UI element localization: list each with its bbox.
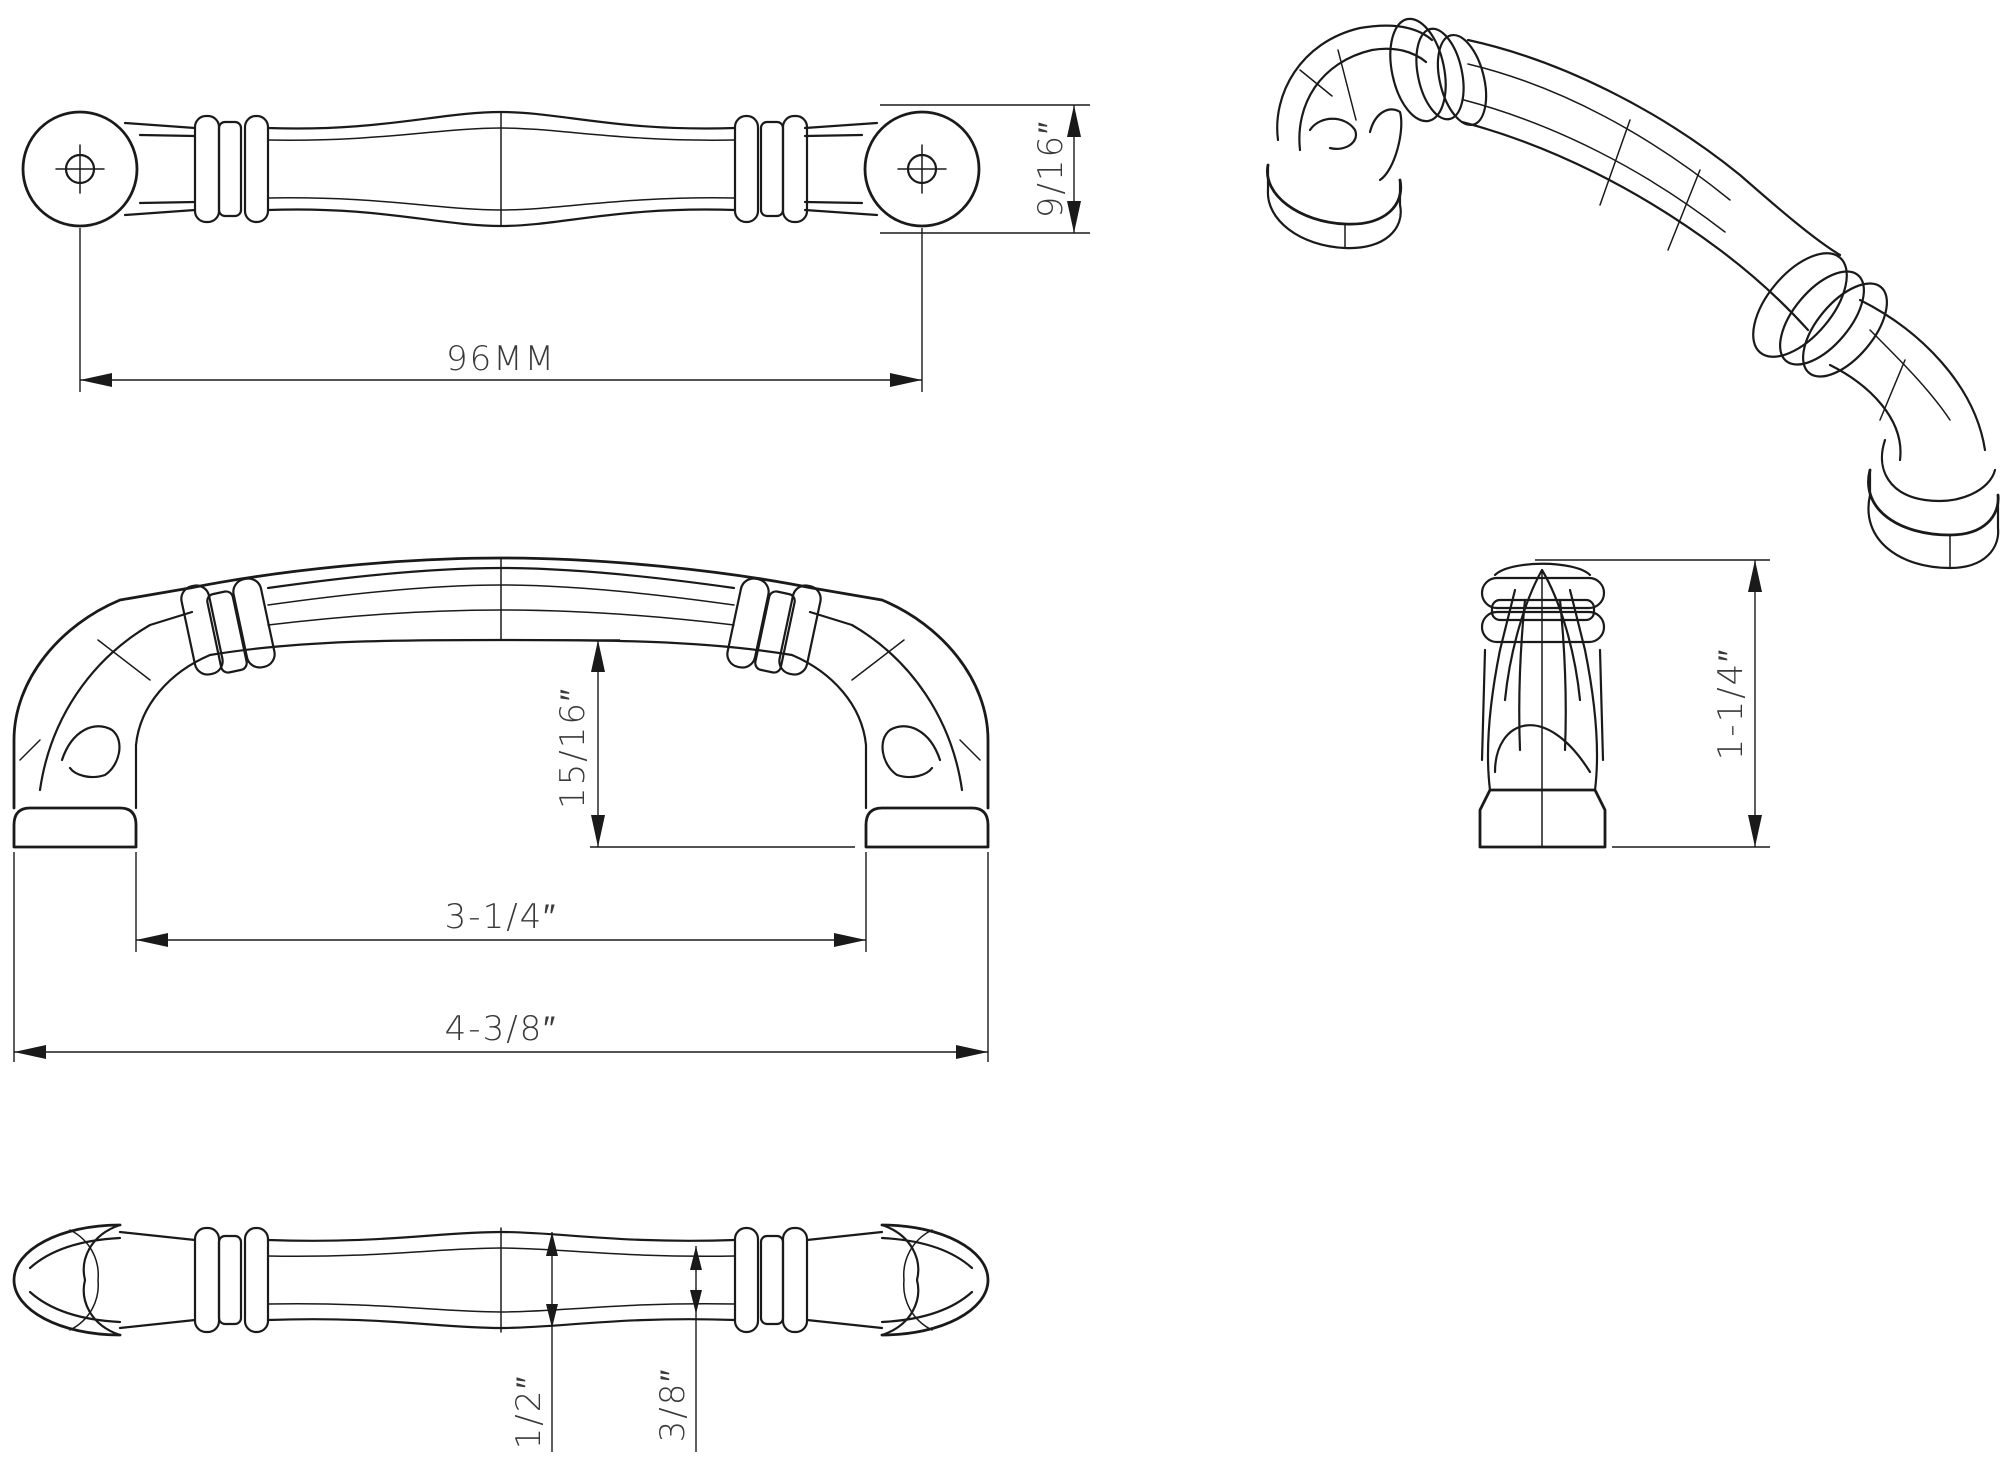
isometric-view — [1265, 17, 2000, 570]
top-view-left-base — [21, 110, 139, 228]
bottom-view-left-end — [12, 1223, 197, 1337]
dimension-1-2 — [546, 1232, 558, 1452]
iso-collar-upper — [1389, 17, 1488, 127]
label-1-1-4: 1-1/4″ — [1711, 648, 1751, 761]
bottom-view-shaft — [193, 1226, 809, 1334]
iso-right-foot — [1828, 298, 2000, 570]
dimension-4-3-8 — [13, 852, 989, 1062]
dimension-15-16 — [540, 639, 855, 848]
top-view-right-base — [863, 110, 981, 228]
dimension-3-8 — [690, 1246, 702, 1452]
label-4-3-8: 4-3/8″ — [445, 1009, 558, 1049]
label-15-16: 15/16″ — [553, 687, 593, 809]
label-3-1-4: 3-1/4″ — [445, 897, 558, 937]
top-view: 96MM 9/16″ — [21, 104, 1090, 392]
bottom-view: 1/2″ 3/8″ — [12, 1223, 990, 1452]
label-1-2: 1/2″ — [509, 1375, 549, 1450]
iso-shaft — [1460, 38, 1842, 332]
label-3-8: 3/8″ — [653, 1368, 693, 1443]
dimension-1-1-4 — [1535, 559, 1770, 848]
front-view-bases — [12, 806, 990, 849]
top-view-shaft — [123, 110, 879, 228]
label-96mm: 96MM — [446, 339, 556, 379]
dimension-96mm — [79, 228, 923, 392]
side-view: 1-1/4″ — [1478, 559, 1770, 849]
dimension-3-1-4 — [135, 852, 867, 952]
front-view-arch — [12, 556, 990, 810]
dimension-9-16 — [880, 104, 1090, 234]
front-view-collars — [180, 577, 822, 676]
bottom-view-right-end — [805, 1223, 990, 1337]
iso-collar-lower — [1752, 252, 1889, 378]
front-view: 15/16″ 3-1/4″ 4-3/8″ — [12, 556, 990, 1062]
label-9-16: 9/16″ — [1031, 120, 1071, 218]
iso-left-foot — [1265, 24, 1434, 250]
